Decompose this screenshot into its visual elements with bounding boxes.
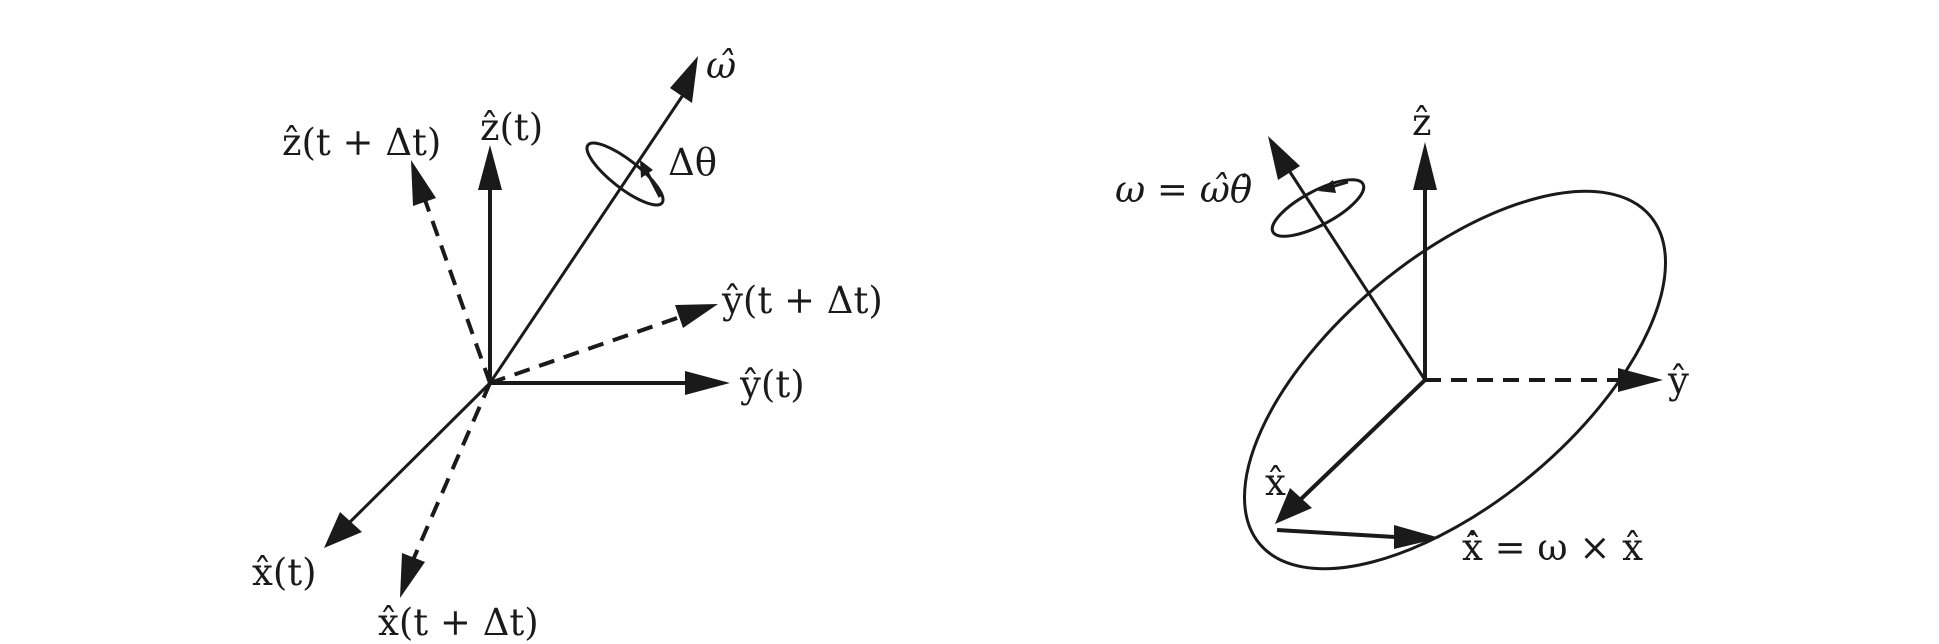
x-hat-label: x̂ xyxy=(1265,461,1286,504)
x-t-axis-arrow xyxy=(324,381,492,548)
z-hat-label: ẑ xyxy=(1412,101,1432,144)
y-hat-axis-arrow xyxy=(1425,368,1663,392)
z-t-dt-axis-arrow xyxy=(411,160,492,384)
y-t-label: ŷ(t) xyxy=(739,363,805,406)
left-frame-diagram: ω̂ Δθ ẑ(t) ẑ(t + Δt) ŷ(t + Δt) ŷ(t) x̂(t… xyxy=(252,44,883,644)
omega-equation-label: ω = ω̂θ̇ xyxy=(1115,168,1252,211)
x-t-label: x̂(t) xyxy=(252,551,317,594)
z-t-axis-arrow xyxy=(478,145,502,383)
x-t-dt-label: x̂(t + Δt) xyxy=(378,601,539,644)
x-dot-arrow xyxy=(1276,525,1440,549)
y-t-dt-label: ŷ(t + Δt) xyxy=(721,279,883,322)
rotation-loop-icon xyxy=(585,141,665,207)
rotation-loop-icon-right xyxy=(1270,178,1366,238)
z-t-label: ẑ(t) xyxy=(480,106,543,149)
right-body-diagram: ẑ ω = ω̂θ̇ ŷ x̂ x̂̇ = ω × x̂ xyxy=(1115,101,1689,571)
y-t-axis-arrow xyxy=(490,371,730,395)
x-hat-axis-arrow xyxy=(1275,378,1427,524)
y-hat-label: ŷ xyxy=(1667,359,1689,402)
omega-hat-label: ω̂ xyxy=(706,44,736,87)
x-t-dt-axis-arrow xyxy=(400,382,492,598)
y-t-dt-axis-arrow xyxy=(489,304,718,385)
z-t-dt-label: ẑ(t + Δt) xyxy=(282,121,441,164)
x-dot-equation-label: x̂̇ = ω × x̂ xyxy=(1462,526,1643,569)
omega-axis-arrow-right xyxy=(1268,136,1427,381)
z-hat-axis-arrow xyxy=(1413,142,1437,380)
body-ellipse xyxy=(1243,189,1667,571)
delta-theta-label: Δθ xyxy=(668,141,717,184)
omega-axis-arrow xyxy=(488,56,698,384)
